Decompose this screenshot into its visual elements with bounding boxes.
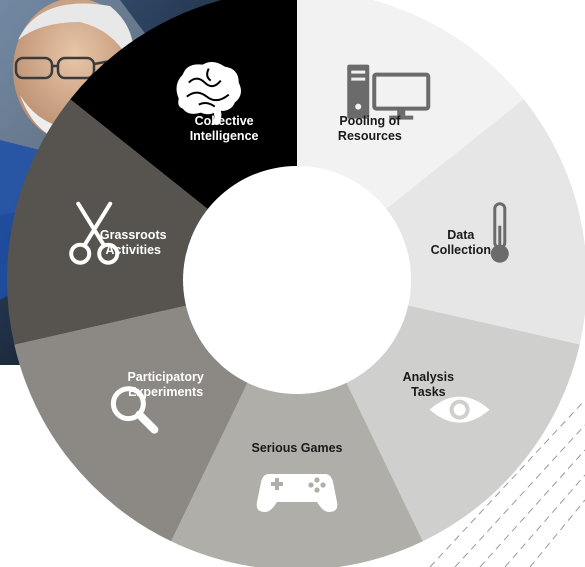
segment-experiments-shape — [14, 305, 248, 542]
magnifier-icon — [110, 386, 159, 434]
segment-games-label: Serious Games — [251, 441, 342, 455]
thermometer-icon — [490, 202, 509, 263]
decorative-dashed-lines — [429, 399, 585, 567]
segment-analysis-shape — [346, 305, 580, 542]
segment-analysis-label: Tasks — [411, 385, 446, 399]
segment-wheel: Pooling ofResourcesDataCollectionAnalysi… — [7, 0, 585, 567]
segment-data-label: Collection — [431, 243, 491, 257]
segment-data-shape — [386, 99, 585, 345]
eye-icon — [429, 396, 490, 423]
segment-experiments-label: Experiments — [128, 385, 203, 399]
segment-collective-label: Collective — [195, 114, 254, 128]
segment-data-label: Data — [447, 228, 475, 242]
segment-grassroots-label: Activities — [105, 243, 161, 257]
gamepad-icon — [256, 474, 338, 512]
segment-analysis-label: Analysis — [403, 370, 454, 384]
segment-pooling-shape — [297, 0, 524, 209]
segment-grassroots-shape — [7, 99, 208, 345]
center-hub — [183, 166, 411, 394]
segment-grassroots-label: Grassroots — [100, 228, 167, 242]
computer-icon — [347, 64, 431, 120]
segment-pooling-label: Pooling of — [339, 114, 401, 128]
brain-icon — [176, 62, 242, 125]
segment-experiments-label: Participatory — [127, 370, 203, 384]
scissors-icon — [69, 201, 120, 265]
segment-collective-label: Intelligence — [190, 129, 259, 143]
segment-pooling-label: Resources — [338, 129, 402, 143]
segment-games: Serious Games — [171, 382, 423, 567]
